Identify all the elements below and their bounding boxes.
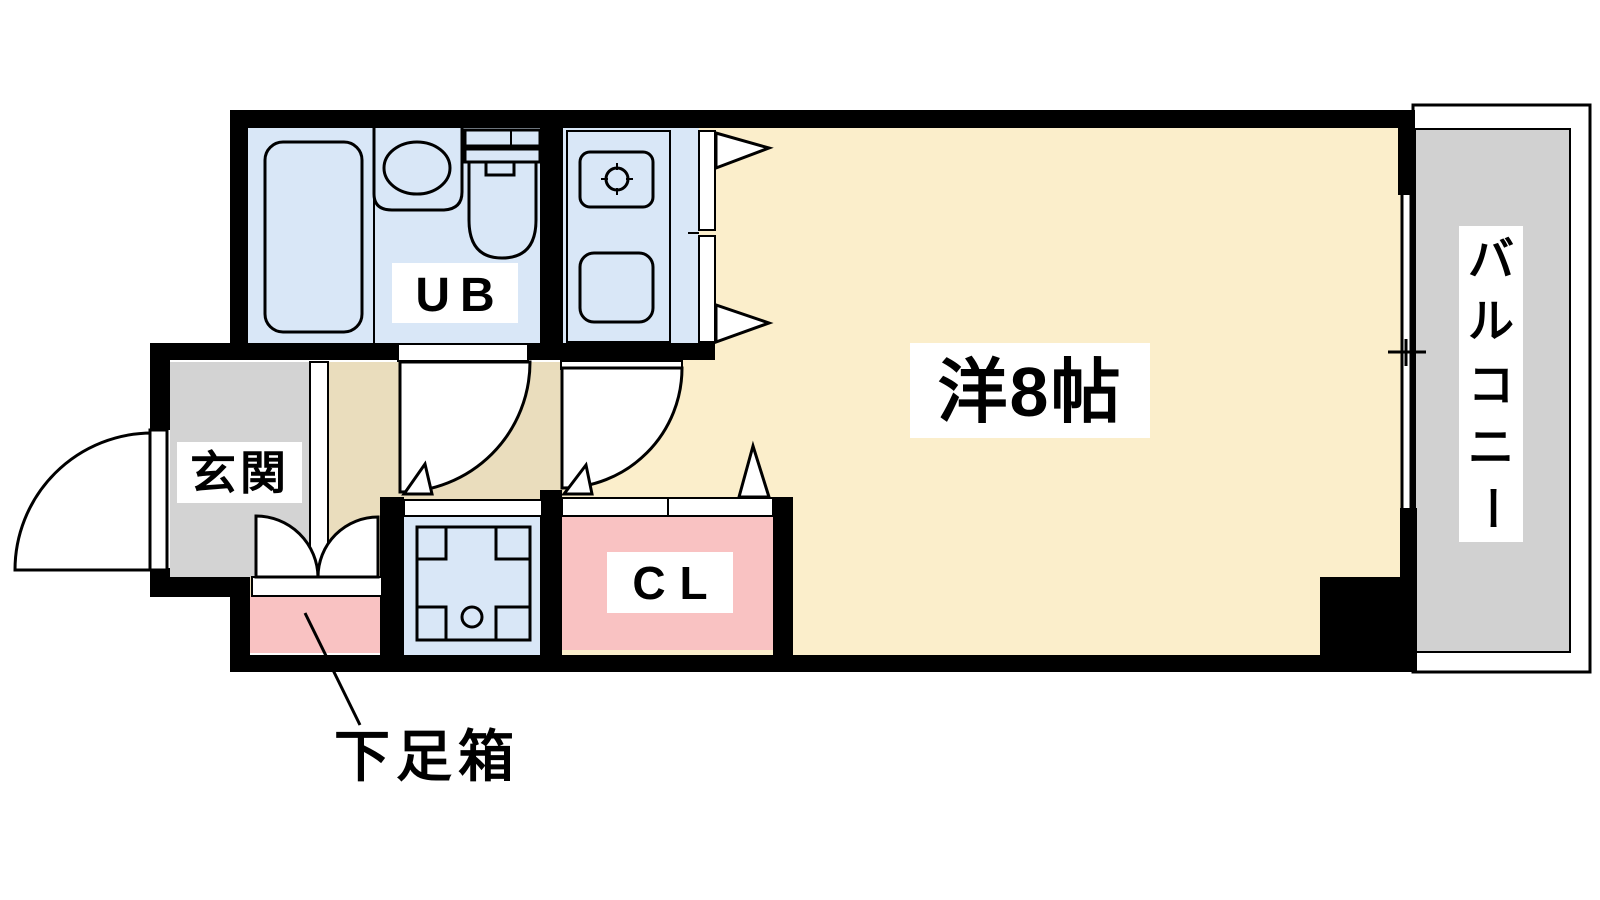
folding-door-track-lower <box>698 235 716 343</box>
shoe-box-floor <box>248 596 383 653</box>
wall-right-lower <box>1400 508 1417 577</box>
unit-bath-label: UB <box>415 269 504 322</box>
balcony-label-char-2: ル <box>1468 295 1514 347</box>
wall-mid-left <box>150 343 398 360</box>
western-room-label: 洋8帖 <box>938 353 1123 431</box>
toilet-lid <box>463 128 542 148</box>
shoe-box-annotation: 下足箱 <box>303 612 520 788</box>
unit-bath-label-box <box>392 263 518 323</box>
entrance-step <box>309 361 329 578</box>
wall-shoebox-left <box>230 577 250 672</box>
kitchen-fixtures <box>566 130 671 343</box>
closet-label-box <box>607 552 733 613</box>
washer-drain-icon <box>460 605 484 629</box>
wall-left-upper <box>230 110 248 343</box>
balcony-area <box>1411 103 1592 674</box>
wall-top <box>230 110 1413 128</box>
wall-closet-right <box>773 497 793 655</box>
wall-closet-left <box>540 490 562 655</box>
balcony-label-char-5: ー <box>1466 485 1518 531</box>
bath-door-leaf-wedge <box>401 460 434 496</box>
kitchen-floor <box>563 128 699 343</box>
balcony-label: バ ル コ ニ ー <box>1466 233 1518 531</box>
room-door-leaf-wedge <box>560 461 594 496</box>
toilet-bowl-icon <box>467 160 538 260</box>
washer-pan-corner-bl <box>415 605 448 642</box>
unit-bath-fixtures <box>263 128 542 343</box>
wall-bath-kitchen-divider <box>540 128 563 360</box>
shoe-box-label: 下足箱 <box>334 725 520 788</box>
closet-opening <box>561 440 774 517</box>
wall-entrance-bottom <box>150 577 248 597</box>
folding-door-track-upper <box>698 130 716 231</box>
balcony-label-char-1: バ <box>1468 233 1514 285</box>
entrance-label: 玄関 <box>190 447 290 499</box>
closet-door-wedge <box>737 440 772 499</box>
bath-door-threshold <box>397 343 529 362</box>
kitchen-counter-icon <box>578 251 655 324</box>
washer-pan-icon <box>415 525 532 642</box>
walls <box>150 110 1417 672</box>
western-room-label-box <box>910 343 1150 438</box>
double-door-right-petal <box>316 515 380 579</box>
wall-entrance-left-upper <box>150 343 170 430</box>
laundry-floor <box>404 517 542 655</box>
washer-pan-corner-br <box>494 605 532 642</box>
toilet-tank <box>463 147 542 164</box>
kitchen-sink-icon <box>578 150 655 209</box>
washbasin-counter <box>372 128 464 212</box>
wall-laundry-left <box>380 497 404 655</box>
balcony-label-box <box>1459 226 1523 542</box>
front-door-leaf <box>148 428 169 572</box>
bathtub-icon <box>263 140 364 334</box>
balcony-label-char-3: コ <box>1468 359 1514 411</box>
laundry-opening <box>403 499 543 517</box>
washer-pan-corner-tr <box>494 525 532 561</box>
wall-pillar-bottom-right <box>1320 577 1417 672</box>
kitchen-folding-door <box>688 130 774 345</box>
entrance-label-box <box>177 442 302 503</box>
washbasin-icon <box>382 140 452 196</box>
closet-label: CL <box>632 557 721 609</box>
balcony-label-char-4: ニ <box>1468 421 1514 473</box>
wall-mid-right <box>528 343 715 360</box>
kitchen-unit-outline <box>566 130 671 343</box>
washer-pan-corner-tl <box>415 525 448 561</box>
closet-threshold-left <box>561 497 669 517</box>
wall-bottom <box>230 655 1417 672</box>
front-door <box>13 428 169 572</box>
room-labels: UB 玄関 洋8帖 CL バ ル コ ニ ー <box>177 226 1523 613</box>
closet-threshold-right <box>667 497 774 517</box>
entrance-inner-door <box>251 514 383 597</box>
shoe-box-threshold <box>251 576 383 597</box>
front-door-swing <box>13 431 154 572</box>
laundry-fixtures <box>403 499 543 642</box>
folding-door-wing-upper <box>714 131 774 171</box>
balcony-window <box>1388 195 1426 508</box>
wall-right-upper <box>1398 110 1415 195</box>
shoe-box-leader-line <box>303 612 362 726</box>
folding-door-wing-lower <box>714 302 774 345</box>
interior-doors <box>397 343 684 496</box>
